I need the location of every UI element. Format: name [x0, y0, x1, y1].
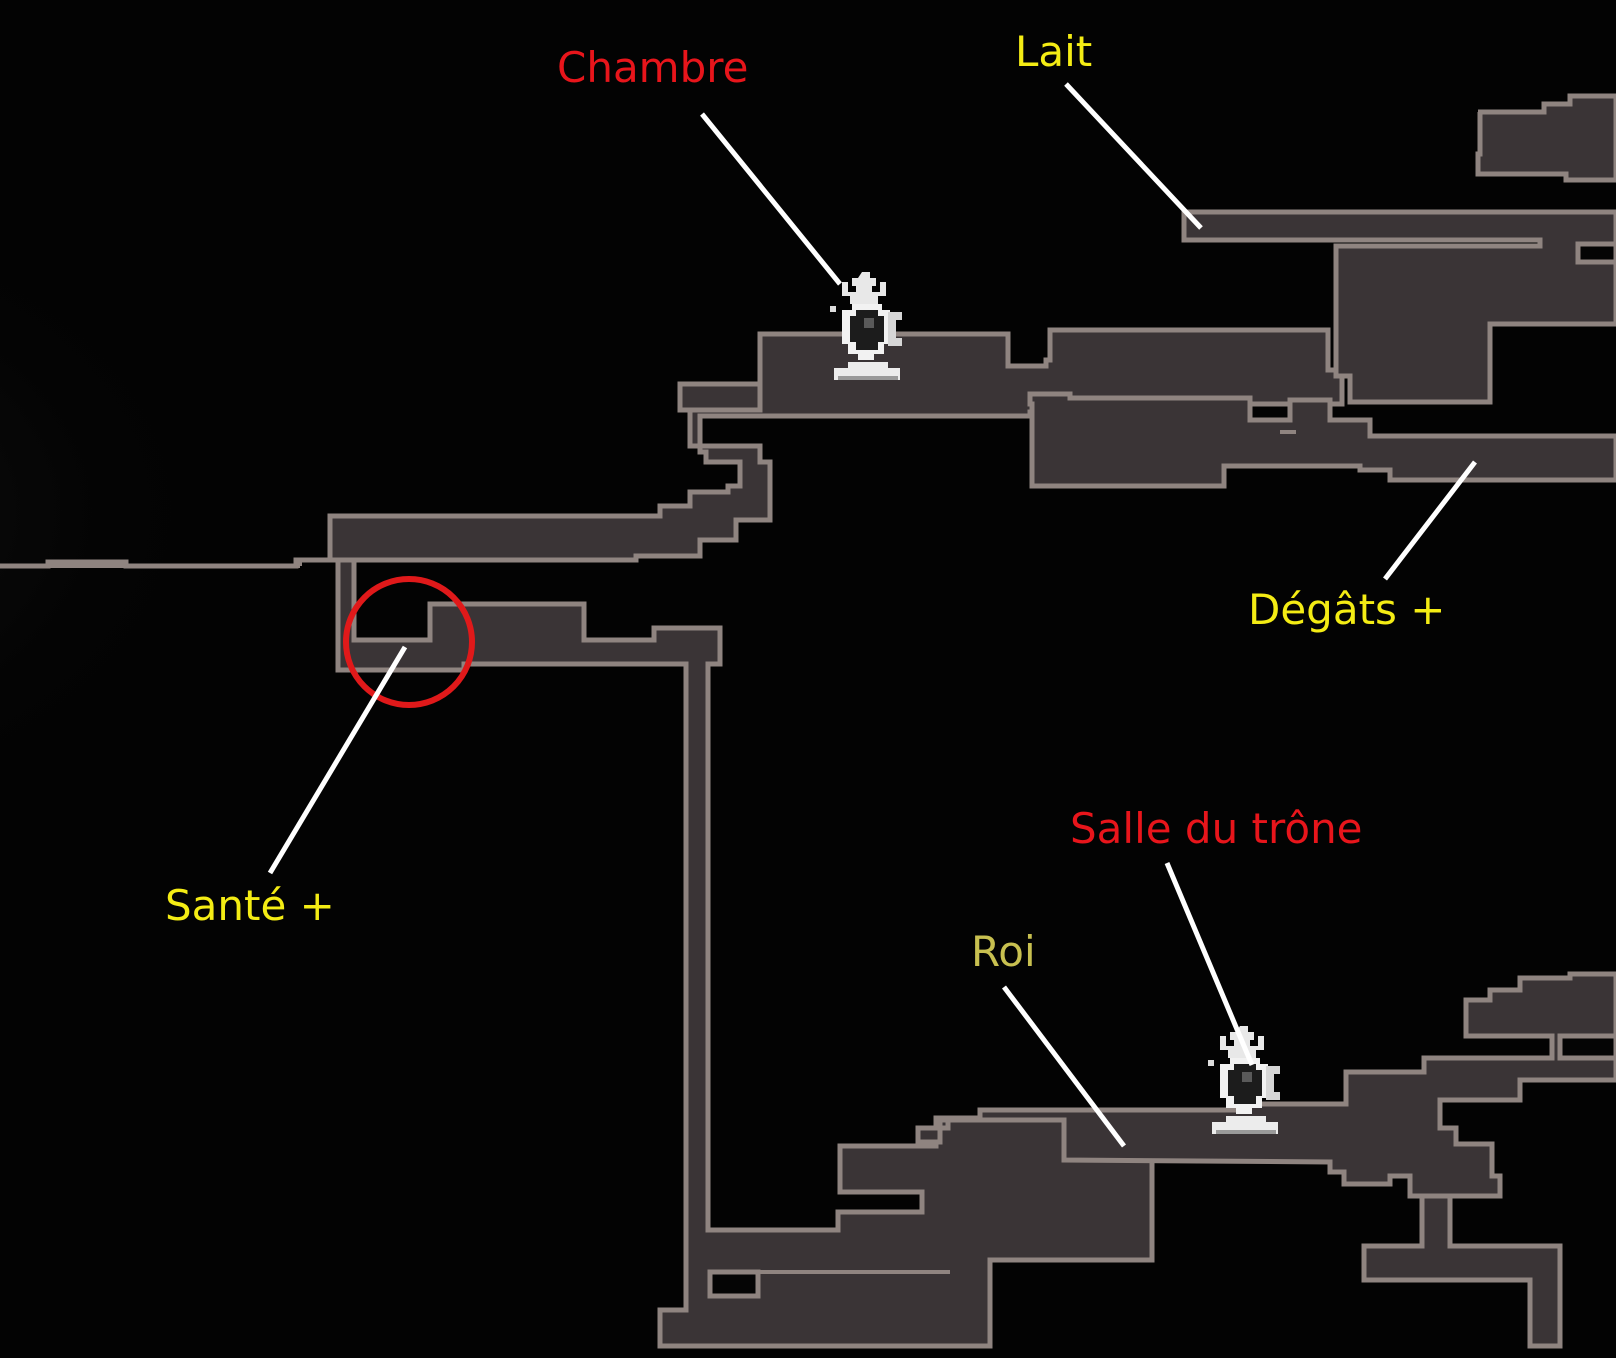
- highlight-circle: [343, 576, 475, 708]
- leader-line-degats: [1383, 460, 1477, 581]
- label-lait: Lait: [1015, 27, 1093, 76]
- room-sante-pocket: [707, 1269, 761, 1299]
- leader-line-roi: [1002, 985, 1126, 1148]
- room-left-corridor: [0, 556, 333, 569]
- room-lait-hall: [1181, 209, 1616, 405]
- label-chambre: Chambre: [557, 43, 749, 92]
- room-throne-hall: [915, 971, 1616, 1199]
- room-chambre-hall: [327, 327, 1345, 563]
- label-roi: Roi: [971, 927, 1036, 976]
- leader-line-chambre: [700, 112, 842, 286]
- room-throne-lower: [1361, 1193, 1563, 1349]
- room-lait-upper: [1475, 93, 1616, 183]
- leader-line-sante: [267, 645, 408, 875]
- room-chambre-floor: [677, 381, 763, 413]
- room-throne-notch: [1557, 1033, 1616, 1061]
- label-sante: Santé +: [165, 881, 335, 930]
- leader-line-lait: [1064, 82, 1203, 230]
- room-lait-notch: [1575, 241, 1616, 265]
- room-degats-corridor: [1027, 391, 1616, 489]
- label-salle-du-trone: Salle du trône: [1070, 804, 1363, 853]
- room-sante: [335, 557, 1155, 1349]
- label-degats: Dégâts +: [1248, 585, 1446, 634]
- leader-line-salle: [1164, 862, 1255, 1066]
